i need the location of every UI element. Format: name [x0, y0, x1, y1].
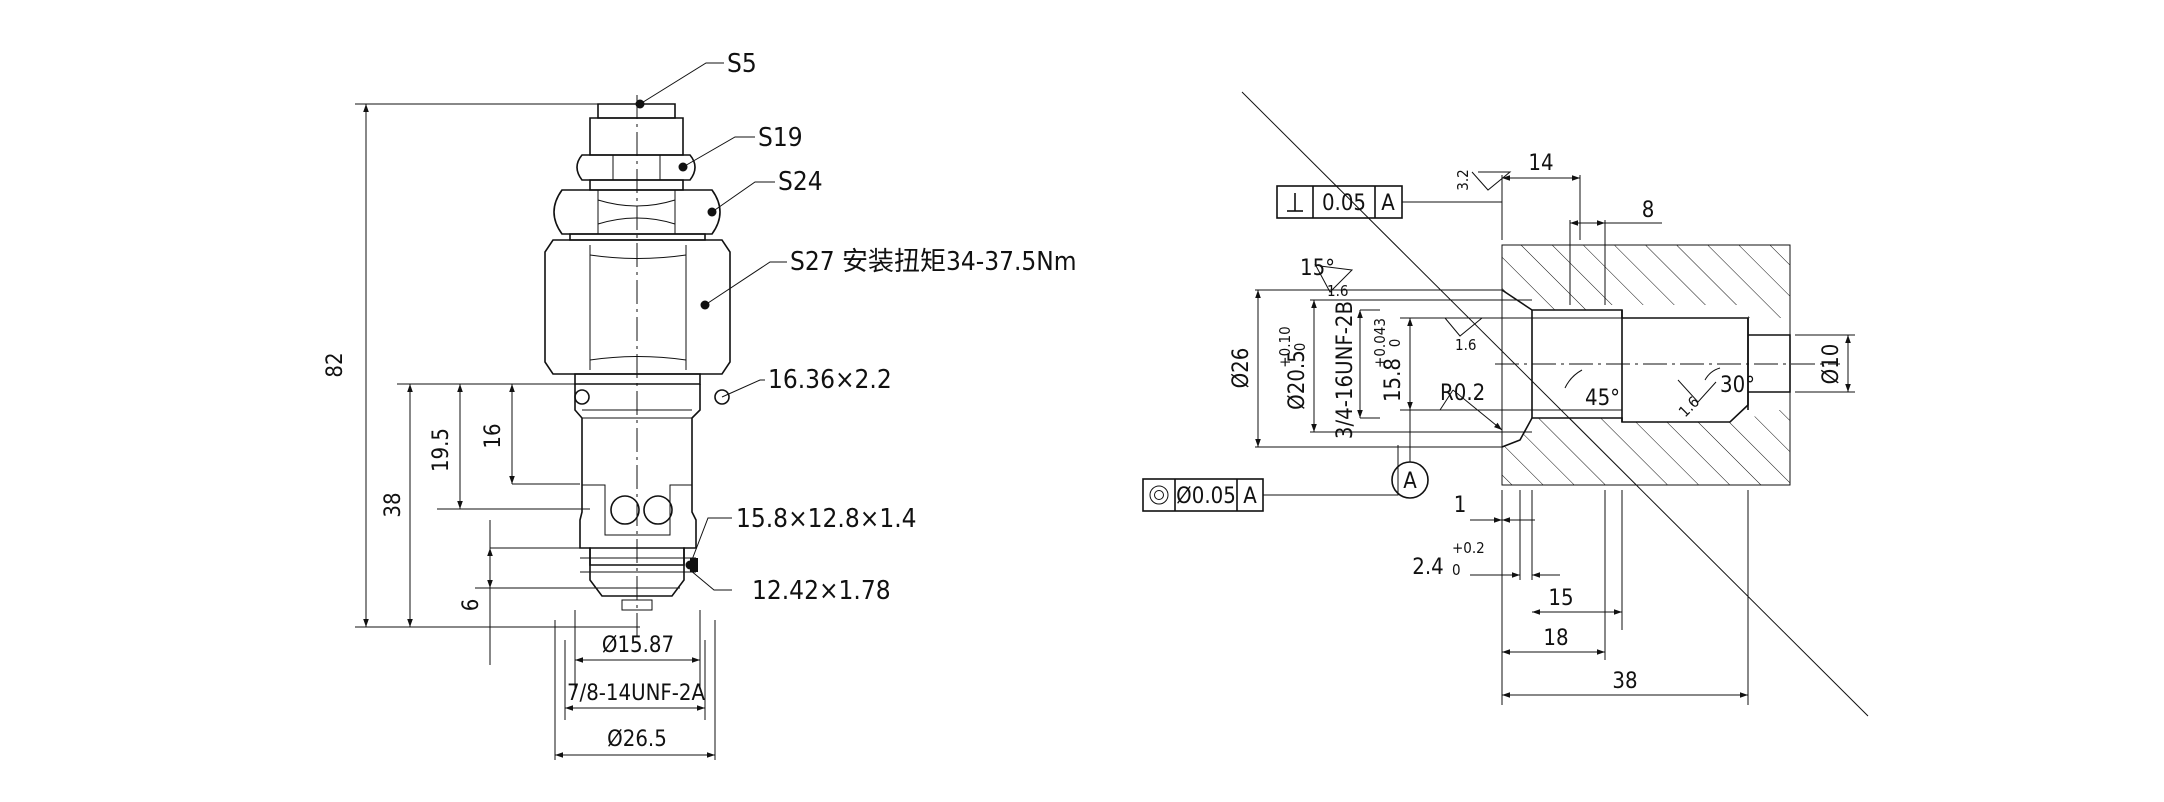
- dim-2-4-tol-lo: 0: [1452, 561, 1461, 579]
- valve-body: [544, 103, 731, 611]
- dim-dia-20-5-tol-up: +0.10: [1276, 326, 1294, 367]
- dim-82: 82: [323, 352, 348, 377]
- callout-s19: S19: [758, 123, 803, 153]
- callout-s5: S5: [727, 49, 757, 79]
- dim-6: 6: [459, 599, 484, 612]
- callout-oring-12-42: 12.42×1.78: [752, 576, 891, 606]
- left-view: 82 38 19.5 16 6 Ø15.87 7/8-14UNF-2A Ø26.…: [323, 49, 1077, 760]
- dim-2-4: 2.4: [1412, 555, 1443, 580]
- dim-dia-20-5-tol-lo: 0: [1291, 343, 1309, 352]
- dim-thread-7-8: 7/8-14UNF-2A: [567, 681, 706, 706]
- dim-1: 1: [1454, 493, 1467, 518]
- hatched-section: [1501, 244, 1791, 486]
- dim-angle-right: 30°: [1720, 373, 1755, 398]
- dim-dia-10: Ø10: [1819, 344, 1844, 385]
- datum-letter: A: [1403, 469, 1417, 494]
- callout-leaders: [635, 62, 787, 591]
- dim-14: 14: [1528, 151, 1553, 176]
- dim-15-8: 15.8: [1381, 358, 1406, 402]
- dim-15: 15: [1548, 586, 1573, 611]
- callout-s27: S27 安装扭矩34-37.5Nm: [790, 247, 1077, 277]
- dim-38-cavity: 38: [1612, 669, 1637, 694]
- extension-lines: [355, 103, 716, 760]
- dim-dia-26: Ø26: [1229, 348, 1254, 389]
- dim-dia-20-5: Ø20.5: [1285, 350, 1310, 410]
- sf-right-value: 1.6: [1675, 393, 1703, 421]
- perp-datum: A: [1381, 191, 1395, 216]
- cavity-outline: [1501, 245, 1791, 485]
- sf-left-value: 1.6: [1327, 282, 1348, 300]
- dim-8: 8: [1642, 198, 1655, 223]
- tolerance-frame-concentricity: Ø0.05 A: [1142, 445, 1399, 512]
- dim-dia-15-87: Ø15.87: [602, 633, 674, 658]
- dim-angle-15: 15°: [1300, 256, 1335, 281]
- dimension-lines-right: [1255, 175, 1855, 705]
- dimension-lines-left: [363, 104, 715, 758]
- dim-angle-45: 45°: [1585, 386, 1620, 411]
- dim-16: 16: [481, 423, 506, 448]
- dim-r0-2: R0.2: [1440, 381, 1485, 406]
- sf-bore-value: 1.6: [1455, 336, 1476, 354]
- conc-tol-value: Ø0.05: [1176, 484, 1236, 509]
- right-view: 0.05 A Ø0.05 A A 3.2 1.6 1: [1142, 91, 1869, 717]
- perp-tol-value: 0.05: [1322, 191, 1366, 216]
- conc-datum: A: [1243, 484, 1257, 509]
- dim-thread-3-4: 3/4-16UNF-2B: [1333, 301, 1358, 439]
- dim-2-4-tol-up: +0.2: [1452, 539, 1485, 557]
- dim-dia-26-5: Ø26.5: [607, 727, 667, 752]
- dim-19-5: 19.5: [429, 428, 454, 472]
- datum-marker: A: [1391, 405, 1429, 499]
- dim-18: 18: [1543, 626, 1568, 651]
- dim-15-8-tol-lo: 0: [1386, 339, 1404, 348]
- sf-top-value: 3.2: [1454, 169, 1472, 190]
- callout-oring-16-36: 16.36×2.2: [768, 365, 892, 395]
- callout-oring-15-8: 15.8×12.8×1.4: [736, 504, 917, 534]
- callout-s24: S24: [778, 167, 823, 197]
- tolerance-frame-perpendicularity: 0.05 A: [1276, 185, 1502, 219]
- diagonal-line: [1241, 91, 1869, 717]
- dim-38: 38: [381, 492, 406, 517]
- dim-15-8-tol-up: +0.043: [1371, 318, 1389, 368]
